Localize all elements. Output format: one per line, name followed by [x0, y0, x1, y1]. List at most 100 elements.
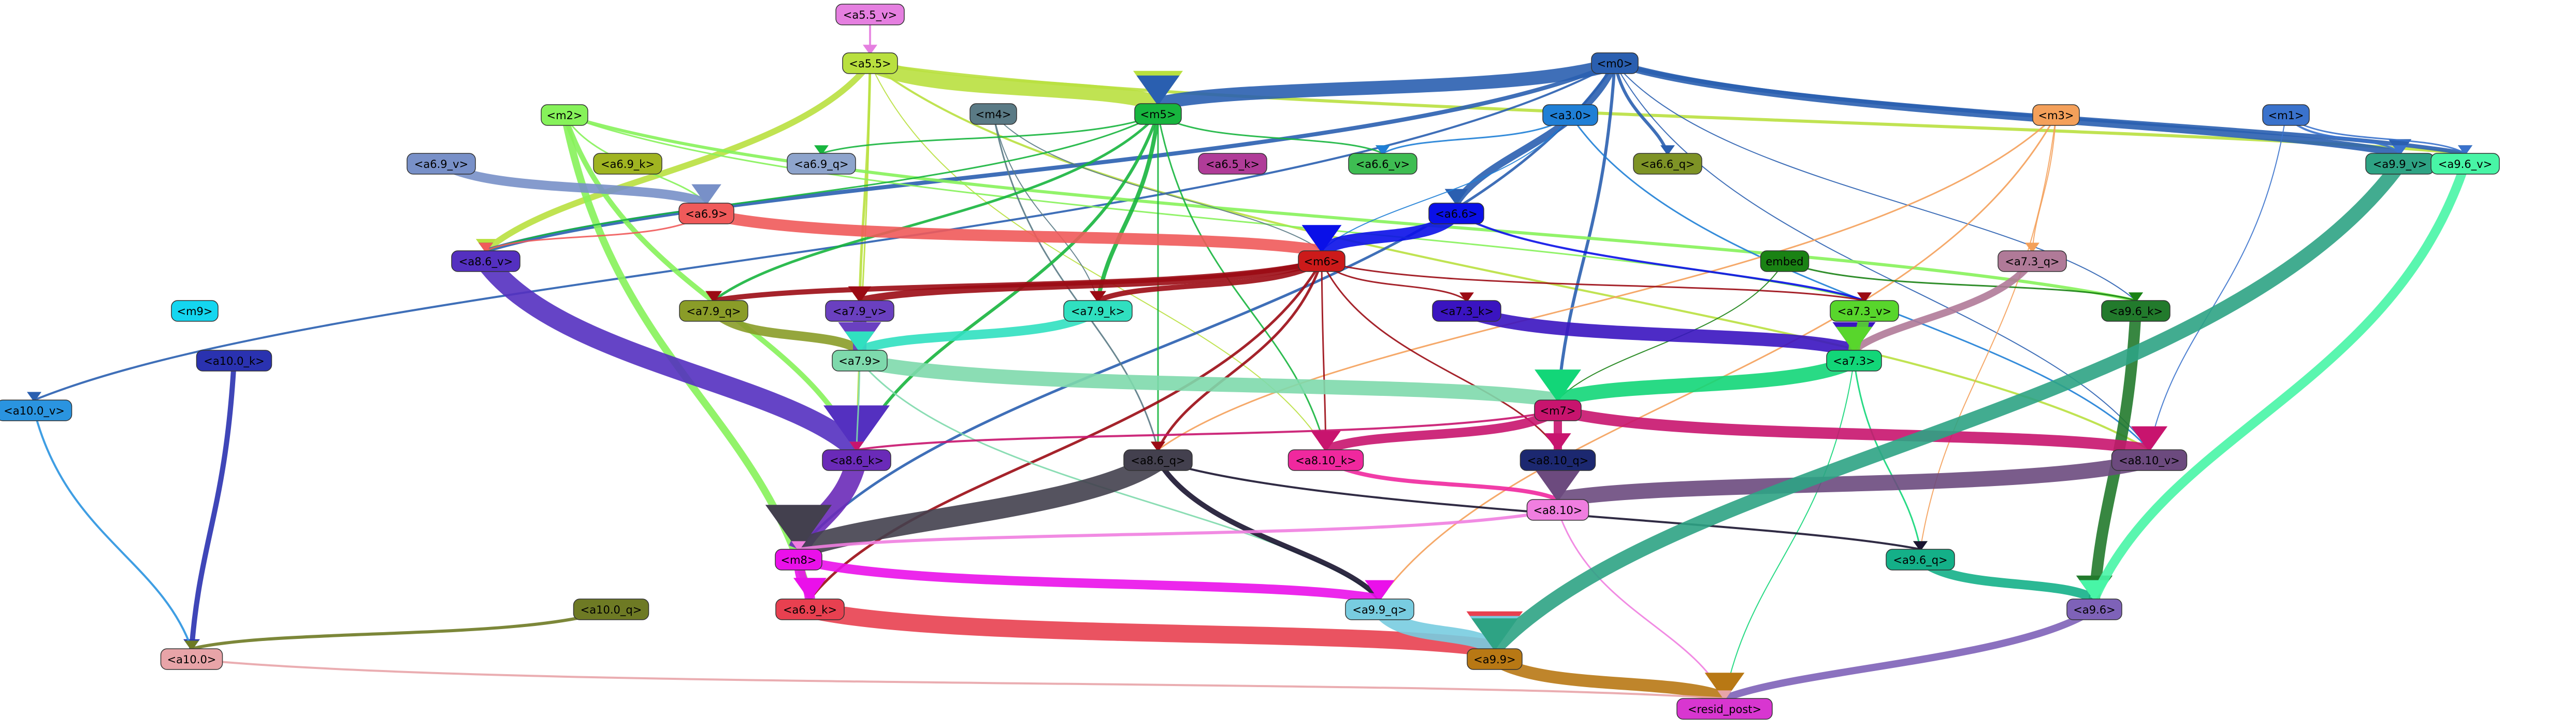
node-box	[1534, 400, 1582, 421]
node-box	[1886, 549, 1955, 571]
node-a10-0-v[interactable]: <a10.0_v>	[0, 400, 73, 421]
node-a6-9[interactable]: <a6.9>	[678, 203, 734, 224]
edge-a5_5-a8_6_k	[856, 63, 871, 450]
node-a6-5-k[interactable]: <a6.5_k>	[1198, 153, 1267, 175]
node-embed[interactable]: embed	[1760, 250, 1810, 272]
node-box	[775, 549, 822, 571]
node-a6-6[interactable]: <a6.6>	[1428, 203, 1484, 224]
edge-a8_6_q-m8	[794, 451, 1164, 559]
node-a7-9-v[interactable]: <a7.9_v>	[825, 300, 894, 322]
node-label: <a8.6_v>	[459, 255, 513, 268]
node-a7-9-k[interactable]: <a7.9_k>	[1063, 300, 1133, 322]
node-a6-9-q[interactable]: <a6.9_q>	[787, 153, 856, 175]
node-a9-9[interactable]: <a9.9>	[1467, 648, 1523, 670]
node-a7-9[interactable]: <a7.9>	[832, 350, 888, 372]
node-a5-5-v[interactable]: <a5.5_v>	[835, 4, 905, 25]
node-label: <a9.9>	[1473, 653, 1515, 666]
edge-a7_3_k-a7_3	[1464, 304, 1856, 357]
edge-m5-a7_9_q	[713, 113, 1159, 302]
node-box	[969, 103, 1017, 125]
edge-m6-a7_9_q	[713, 259, 1323, 303]
node-a7-3[interactable]: <a7.3>	[1826, 350, 1882, 372]
node-label: <a7.3_v>	[1837, 305, 1891, 318]
node-a9-6-v[interactable]: <a9.6_v>	[2430, 153, 2500, 175]
node-box	[1633, 153, 1702, 175]
node-a8-10-k[interactable]: <a8.10_k>	[1287, 449, 1364, 471]
node-resid-post[interactable]: <resid_post>	[1676, 698, 1773, 720]
edge-m3-a7_3_q	[2032, 115, 2057, 251]
node-m0[interactable]: <m0>	[1591, 52, 1639, 74]
edge-arrowhead-embed-a9_6_k	[2129, 292, 2143, 303]
node-box	[541, 104, 588, 126]
node-label: <a8.10_q>	[1527, 454, 1589, 467]
node-label: <resid_post>	[1688, 703, 1761, 716]
edge-arrowhead-m0-a6_6_q	[1660, 145, 1675, 155]
node-m6[interactable]: <m6>	[1298, 250, 1345, 272]
node-a6-9-k2[interactable]: <a6.9_k>	[775, 598, 845, 620]
node-a6-6-v[interactable]: <a6.6_v>	[1348, 153, 1417, 175]
node-label: <m0>	[1597, 58, 1632, 70]
node-a9-6-k[interactable]: <a9.6_k>	[2101, 300, 2170, 322]
node-a9-6[interactable]: <a9.6>	[2066, 598, 2122, 620]
node-m5[interactable]: <m5>	[1134, 103, 1182, 125]
node-a8-6-k[interactable]: <a8.6_k>	[822, 449, 891, 471]
edge-arrowhead-m5-a6_9_q	[814, 145, 829, 155]
node-a9-9-q[interactable]: <a9.9_q>	[1345, 598, 1414, 620]
node-a10-0[interactable]: <a10.0>	[160, 648, 223, 670]
node-a6-6-q[interactable]: <a6.6_q>	[1633, 153, 1702, 175]
node-a8-10-v[interactable]: <a8.10_v>	[2111, 449, 2188, 471]
node-label: <m6>	[1304, 255, 1339, 268]
node-a6-9-k[interactable]: <a6.9_k>	[593, 153, 662, 175]
edge-arrowhead-a9_9_v-a9_9	[1471, 618, 1518, 651]
edge-arrowhead-m7-a8_10_v	[2131, 426, 2168, 452]
edge-arrowhead-m3-a7_3_q	[2025, 243, 2039, 253]
edge-arrowhead-m8-a6_9_k2	[793, 578, 827, 601]
node-a10-0-q[interactable]: <a10.0_q>	[573, 598, 649, 620]
node-m3[interactable]: <m3>	[2032, 104, 2080, 126]
edge-m0-a8_10_v	[1614, 63, 2150, 450]
node-a9-6-q[interactable]: <a9.6_q>	[1886, 549, 1955, 571]
edge-m0-a6_6	[1453, 62, 1618, 205]
node-box	[451, 250, 520, 272]
node-box	[1519, 449, 1596, 471]
edge-arrowhead-a8_10-m8	[791, 541, 806, 551]
node-box	[775, 598, 845, 620]
node-a9-9-v[interactable]: <a9.9_v>	[2365, 153, 2435, 175]
edge-m4-a7_9_k	[993, 113, 1098, 301]
node-m4[interactable]: <m4>	[969, 103, 1017, 125]
node-label: <a6.9_k>	[601, 158, 655, 171]
edge-a8_10-m8	[798, 508, 1558, 551]
node-m7[interactable]: <m7>	[1534, 400, 1582, 421]
edge-arrowhead-a6_9-a8_6_v	[479, 243, 493, 253]
node-a10-0-k[interactable]: <a10.0_k>	[196, 350, 272, 372]
node-a6-9-v[interactable]: <a6.9_v>	[407, 153, 476, 175]
node-label: <m4>	[975, 108, 1011, 121]
node-a7-3-v[interactable]: <a7.3_v>	[1830, 300, 1899, 322]
node-a3-0[interactable]: <a3.0>	[1542, 104, 1598, 126]
node-a8-6-v[interactable]: <a8.6_v>	[451, 250, 520, 272]
node-a7-3-q[interactable]: <a7.3_q>	[1998, 250, 2067, 272]
edge-m2-a8_6_k	[562, 114, 859, 451]
node-a7-9-q[interactable]: <a7.9_q>	[679, 300, 748, 322]
node-box	[1676, 698, 1773, 720]
edge-arrowhead-m1-a9_9_v	[2393, 145, 2407, 155]
node-a7-3-k[interactable]: <a7.3_k>	[1432, 300, 1501, 322]
node-m2[interactable]: <m2>	[541, 104, 588, 126]
node-m8[interactable]: <m8>	[775, 549, 822, 571]
edge-arrowhead-a9_6_v-a9_6	[2079, 580, 2109, 601]
node-a8-6-q[interactable]: <a8.6_q>	[1123, 449, 1193, 471]
node-label: <a9.9_v>	[2373, 158, 2427, 171]
node-a8-10-q[interactable]: <a8.10_q>	[1519, 449, 1596, 471]
node-a5-5[interactable]: <a5.5>	[842, 52, 898, 74]
node-box	[842, 52, 898, 74]
node-a8-10[interactable]: <a8.10>	[1526, 499, 1589, 521]
node-label: <a6.6>	[1435, 208, 1477, 220]
edge-arrowhead-m8-a9_9_q	[1365, 580, 1395, 601]
node-m1[interactable]: <m1>	[2262, 104, 2310, 126]
node-m9[interactable]: <m9>	[171, 300, 219, 322]
node-label: <a6.6_q>	[1640, 158, 1695, 171]
edge-m0-m7	[1556, 63, 1616, 401]
node-box	[1298, 250, 1345, 272]
edge-arrowhead-a7_9_k-a7_9	[845, 331, 875, 352]
edge-arrowhead-a10_0-resid_post	[1717, 690, 1732, 701]
